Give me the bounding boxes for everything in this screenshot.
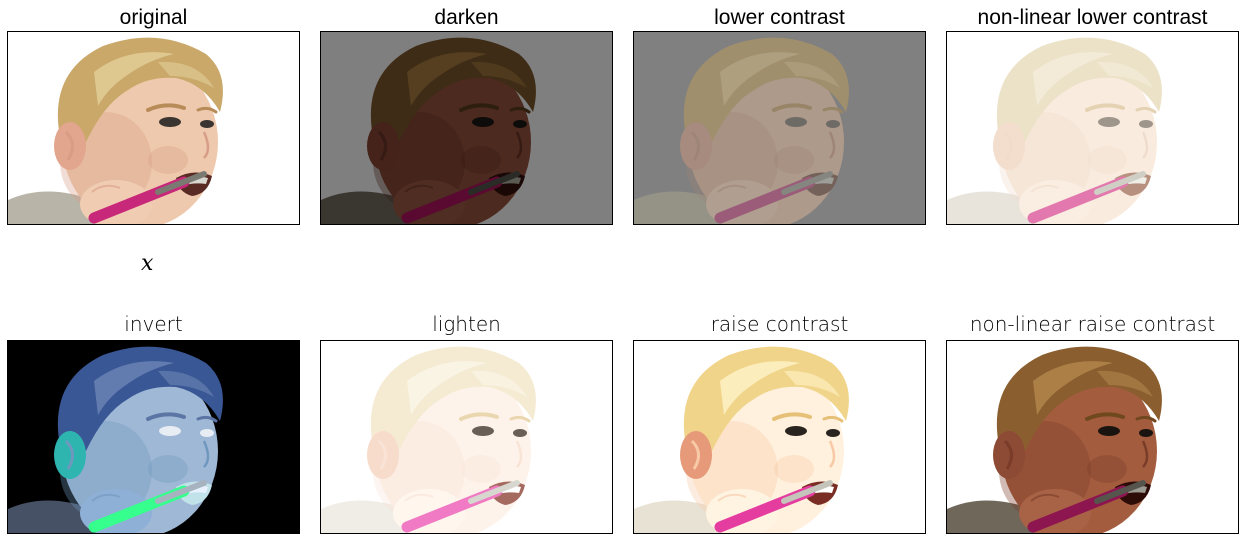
panel-image-invert [7, 340, 300, 534]
math-variable-x: x [141, 251, 154, 276]
portrait-illustration [8, 32, 299, 224]
panel-caption: lighten [432, 312, 501, 336]
panel-caption: non-linear lower contrast [977, 6, 1208, 29]
panel-image-darken [320, 31, 613, 225]
portrait-illustration [321, 32, 612, 224]
portrait-illustration [947, 32, 1238, 224]
portrait-illustration [321, 341, 612, 533]
panel-caption: raise contrast [710, 312, 849, 336]
panel-image-lower-contrast [633, 31, 926, 225]
panel-image-nonlinear-raise-contrast [946, 340, 1239, 534]
panel-caption: original [119, 6, 188, 29]
panel-caption: darken [434, 6, 499, 29]
portrait-illustration [634, 341, 925, 533]
panel-caption: non-linear raise contrast [969, 312, 1216, 336]
portrait-illustration [8, 341, 299, 533]
panel-image-nonlinear-lower-contrast [946, 31, 1239, 225]
panel-image-original [7, 31, 300, 225]
panel-caption: lower contrast [714, 6, 845, 29]
panel-caption: invert [124, 312, 183, 336]
panel-image-lighten [320, 340, 613, 534]
panel-image-raise-contrast [633, 340, 926, 534]
portrait-illustration [947, 341, 1238, 533]
portrait-illustration [634, 32, 925, 224]
